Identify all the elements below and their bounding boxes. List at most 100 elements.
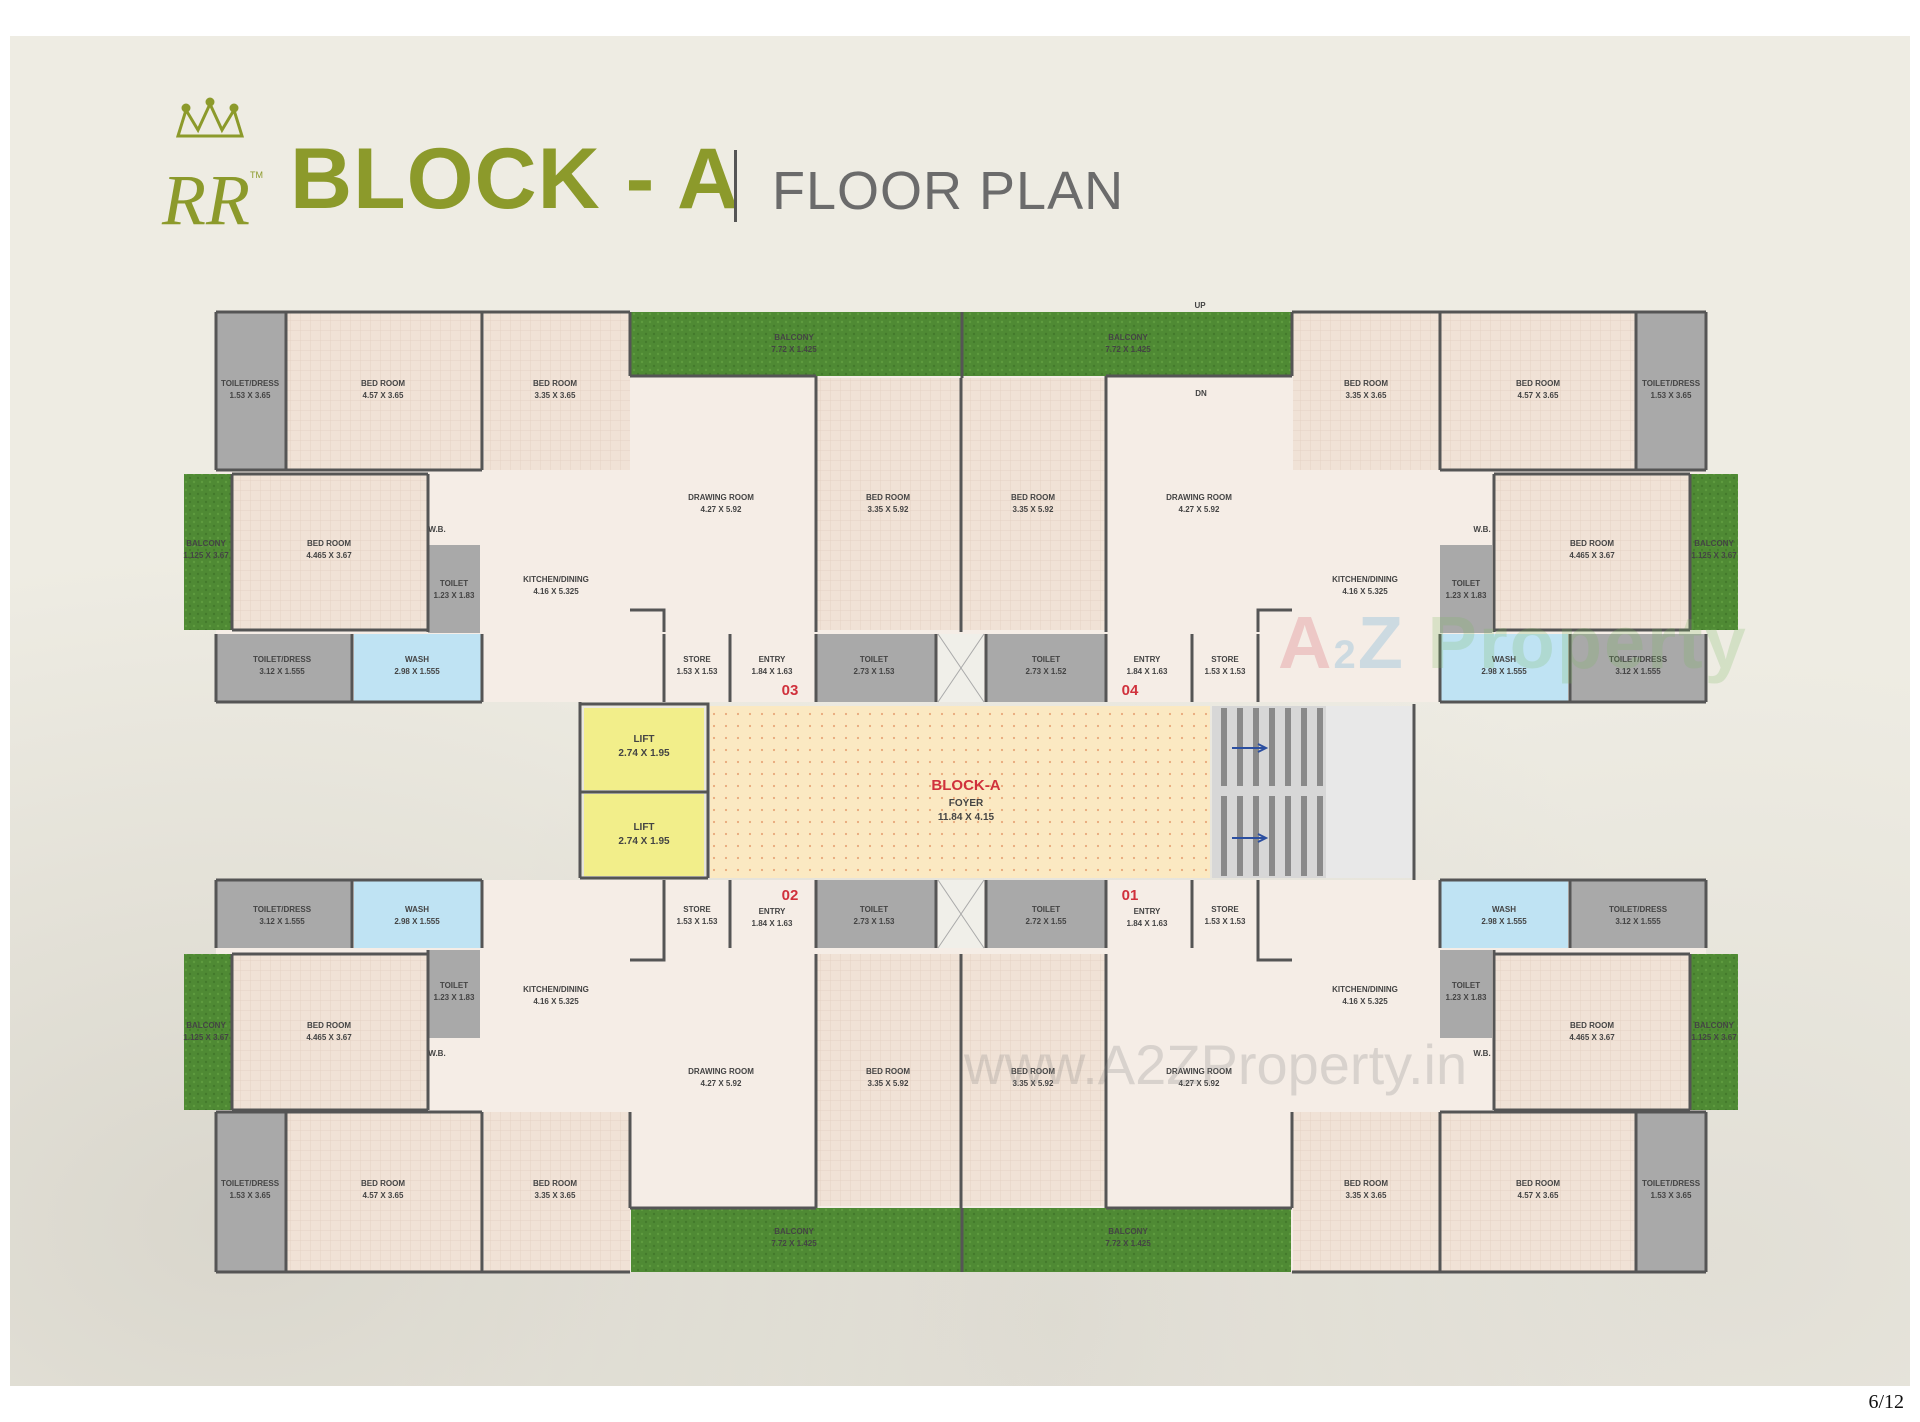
room-size: 1.84 X 1.63 bbox=[1127, 919, 1168, 928]
bed-room bbox=[1494, 954, 1690, 1110]
room-name: TOILET/DRESS bbox=[1642, 379, 1701, 388]
toilet-room bbox=[816, 880, 936, 948]
bed-room bbox=[232, 954, 428, 1110]
lift-size: 2.74 X 1.95 bbox=[618, 836, 670, 847]
room-name: KITCHEN/DINING bbox=[1332, 575, 1398, 584]
wb-label: W.B. bbox=[1473, 1049, 1490, 1058]
room-size: 4.27 X 5.92 bbox=[1179, 505, 1220, 514]
unit-numbers: 03 04 02 01 bbox=[782, 682, 1139, 904]
room-name: BALCONY bbox=[774, 1227, 814, 1236]
room-name: DRAWING ROOM bbox=[1166, 493, 1232, 502]
bed-room bbox=[1494, 474, 1690, 630]
room-name: BED ROOM bbox=[1570, 1021, 1614, 1030]
balcony-side bbox=[1690, 474, 1738, 630]
room-size: 2.98 X 1.555 bbox=[1481, 667, 1527, 676]
unit-01 bbox=[961, 880, 1738, 1272]
room-size: 3.12 X 1.555 bbox=[1615, 917, 1661, 926]
toilet-room bbox=[428, 950, 480, 1038]
toilet-room bbox=[986, 634, 1106, 702]
bed-room bbox=[1293, 1112, 1439, 1272]
room-name: TOILET/DRESS bbox=[1642, 1179, 1701, 1188]
page-subtitle: FLOOR PLAN bbox=[772, 161, 1125, 221]
balcony bbox=[631, 312, 961, 376]
lift-shaft bbox=[584, 794, 704, 876]
room-size: 4.57 X 3.65 bbox=[1518, 391, 1559, 400]
room-name: BED ROOM bbox=[533, 1179, 577, 1188]
watermark-2: 2 bbox=[1333, 633, 1358, 677]
room-size: 3.12 X 1.555 bbox=[259, 667, 305, 676]
unit-number: 01 bbox=[1122, 887, 1139, 904]
room-name: TOILET bbox=[440, 981, 468, 990]
bed-room bbox=[484, 312, 630, 470]
store-room bbox=[664, 634, 730, 702]
room-size: 3.35 X 3.65 bbox=[1346, 1191, 1387, 1200]
toilet-dress-room bbox=[1636, 312, 1706, 470]
logo-brand-text: RR bbox=[161, 160, 250, 236]
core-labels: LIFT 2.74 X 1.95 LIFT 2.74 X 1.95 BLOCK-… bbox=[618, 734, 1000, 847]
room-size: 3.35 X 5.92 bbox=[1013, 505, 1054, 514]
bed-room bbox=[816, 378, 961, 630]
bed-room bbox=[961, 954, 1106, 1206]
toilet-dress-room bbox=[216, 1112, 286, 1272]
room-name: TOILET bbox=[440, 579, 468, 588]
stair-arrow bbox=[1232, 833, 1269, 843]
room-name: TOILET bbox=[1032, 905, 1060, 914]
toilet-dress-room bbox=[1636, 1112, 1706, 1272]
room-name: ENTRY bbox=[759, 655, 786, 664]
toilet-room bbox=[816, 634, 936, 702]
room-size: 1.125 X 3.67 bbox=[1691, 551, 1737, 560]
stair-arrow bbox=[1232, 743, 1269, 753]
room-size: 1.23 X 1.83 bbox=[1446, 993, 1487, 1002]
room-size: 1.23 X 1.83 bbox=[1446, 591, 1487, 600]
balcony bbox=[961, 312, 1291, 376]
room-name: STORE bbox=[683, 655, 711, 664]
room-name: BALCONY bbox=[186, 539, 226, 548]
store-room bbox=[1192, 634, 1258, 702]
room-name: DRAWING ROOM bbox=[1166, 1067, 1232, 1076]
room-size: 4.465 X 3.67 bbox=[306, 1033, 352, 1042]
page-number: 6/12 bbox=[1868, 1391, 1904, 1413]
room-size: 2.98 X 1.555 bbox=[1481, 917, 1527, 926]
room-name: BED ROOM bbox=[1516, 379, 1560, 388]
toilet-room bbox=[986, 880, 1106, 948]
room-size: 4.27 X 5.92 bbox=[701, 505, 742, 514]
room-name: TOILET/DRESS bbox=[253, 905, 312, 914]
lift-shaft bbox=[584, 708, 704, 790]
room-name: ENTRY bbox=[1134, 907, 1161, 916]
central-core bbox=[584, 633, 1414, 949]
room-size: 1.53 X 3.65 bbox=[230, 391, 271, 400]
balcony-side bbox=[184, 954, 232, 1110]
room-size: 4.27 X 5.92 bbox=[701, 1079, 742, 1088]
lift-label: LIFT bbox=[633, 734, 654, 745]
room-size: 3.12 X 1.555 bbox=[259, 917, 305, 926]
room-name: BED ROOM bbox=[307, 539, 351, 548]
room-name: TOILET bbox=[1452, 981, 1480, 990]
watermark-z: Z bbox=[1357, 601, 1405, 684]
unit-number: 02 bbox=[782, 887, 799, 904]
foyer bbox=[710, 706, 1210, 878]
room-name: BED ROOM bbox=[866, 493, 910, 502]
room-size: 7.72 X 1.425 bbox=[771, 1239, 817, 1248]
room-name: DRAWING ROOM bbox=[688, 493, 754, 502]
room-size: 1.53 X 1.53 bbox=[1205, 917, 1246, 926]
store-room bbox=[664, 880, 730, 948]
balcony bbox=[631, 1208, 961, 1272]
lift-label: LIFT bbox=[633, 822, 654, 833]
room-name: DRAWING ROOM bbox=[688, 1067, 754, 1076]
toilet-dress-room bbox=[216, 312, 286, 470]
bed-room bbox=[1440, 1112, 1636, 1272]
room-size: 2.98 X 1.555 bbox=[394, 917, 440, 926]
room-size: 4.16 X 5.325 bbox=[533, 587, 579, 596]
room-name: ENTRY bbox=[1134, 655, 1161, 664]
room-size: 3.12 X 1.555 bbox=[1615, 667, 1661, 676]
room-name: TOILET bbox=[1452, 579, 1480, 588]
room-name: KITCHEN/DINING bbox=[523, 985, 589, 994]
bed-room bbox=[232, 474, 428, 630]
room-size: 1.53 X 3.65 bbox=[230, 1191, 271, 1200]
bed-room bbox=[286, 1112, 482, 1272]
room-size: 4.465 X 3.67 bbox=[306, 551, 352, 560]
title-divider bbox=[734, 150, 737, 222]
unit-number: 04 bbox=[1122, 682, 1139, 699]
room-name: TOILET bbox=[860, 905, 888, 914]
